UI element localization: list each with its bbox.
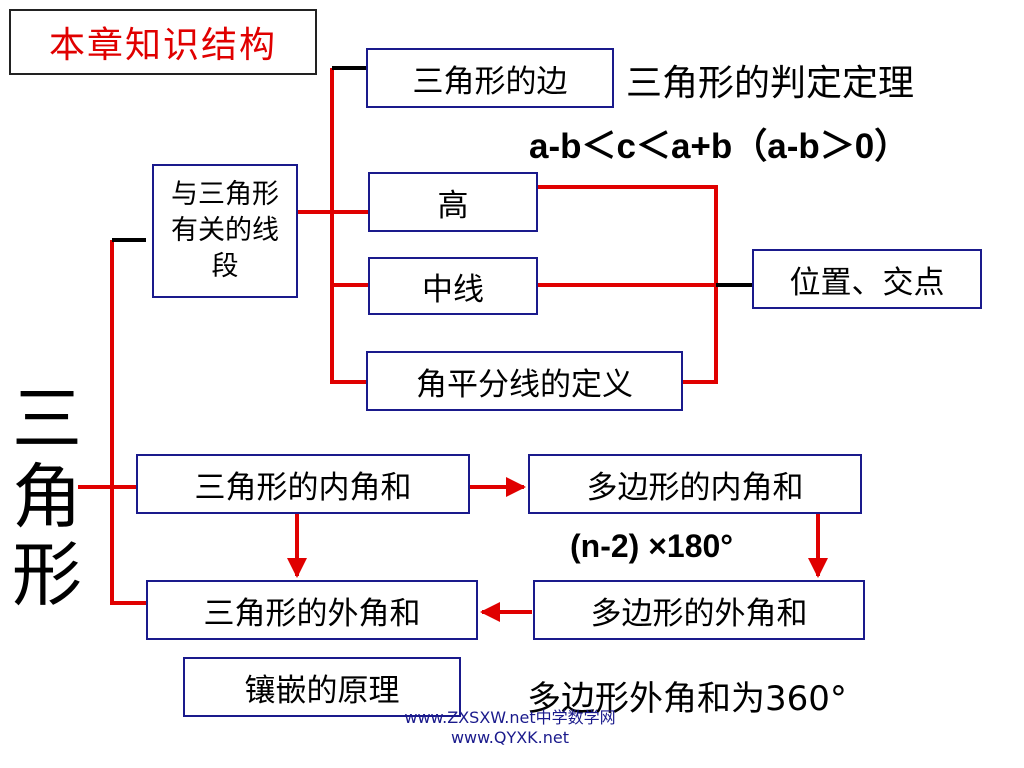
tessellation-box: 镶嵌的原理 xyxy=(183,657,461,717)
tri-interior-box: 三角形的内角和 xyxy=(136,454,470,514)
chapter-title: 本章知识结构 xyxy=(9,9,317,75)
tri-exterior-box: 三角形的外角和 xyxy=(146,580,478,640)
footer-link-2[interactable]: www.QYXK.net xyxy=(450,728,570,747)
bisector-box: 角平分线的定义 xyxy=(366,351,683,411)
segments-bracket xyxy=(330,68,366,384)
exterior-sum-label: 多边形外角和为360° xyxy=(527,679,847,719)
side-box: 三角形的边 xyxy=(366,48,614,108)
side-theorem-label: 三角形的判定定理 xyxy=(626,63,915,104)
root-label: 三角形 xyxy=(12,378,82,616)
median-box: 中线 xyxy=(368,257,538,315)
footer-link-1[interactable]: www.ZXSXW.net中学数学网 xyxy=(404,708,616,727)
segments-box: 与三角形有关的线段 xyxy=(152,164,298,298)
position-box: 位置、交点 xyxy=(752,249,982,309)
side-inequality-label: a-b＜c＜a+b（a-b＞0） xyxy=(529,127,910,166)
altitude-box: 高 xyxy=(368,172,538,232)
root-bracket xyxy=(110,240,148,605)
poly-interior-box: 多边形的内角和 xyxy=(528,454,862,514)
poly-exterior-box: 多边形的外角和 xyxy=(533,580,865,640)
footer: www.ZXSXW.net中学数学网 www.QYXK.net xyxy=(360,708,660,748)
interior-formula-label: (n-2) ×180° xyxy=(570,528,734,564)
